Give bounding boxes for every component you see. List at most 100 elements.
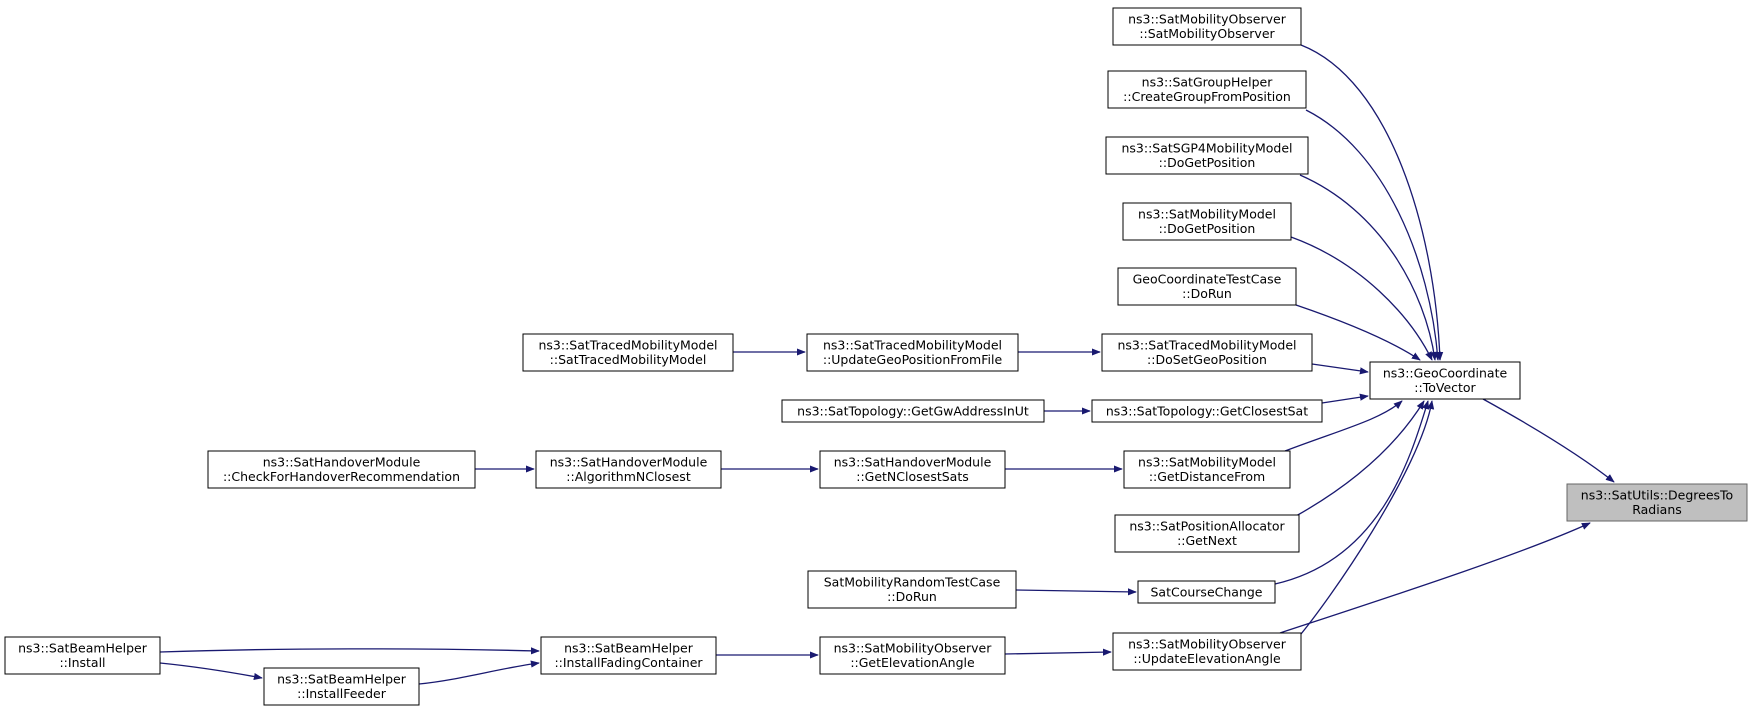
node-box[interactable] [1114, 514, 1300, 553]
node-sathandover-checkforhandover[interactable]: ns3::SatHandoverModule::CheckForHandover… [207, 450, 476, 489]
node-sattopology-getclosestsat[interactable]: ns3::SatTopology::GetClosestSat [1091, 399, 1323, 423]
node-box[interactable] [1369, 361, 1521, 400]
node-box[interactable] [4, 636, 161, 675]
node-label-line: ns3::SatTopology::GetGwAddressInUt [797, 403, 1029, 418]
node-satbeamhelper-install[interactable]: ns3::SatBeamHelper::Install [4, 636, 161, 675]
node-label-line: ::UpdateGeoPositionFromFile [823, 352, 1003, 367]
node-satmobilityobserver-getelevation[interactable]: ns3::SatMobilityObserver::GetElevationAn… [819, 636, 1006, 675]
node-box[interactable] [535, 450, 722, 489]
edge-sattopology-getclosestsat-to-geocoordinate-tovector [1321, 393, 1369, 404]
node-label-line: ns3::SatBeamHelper [564, 641, 694, 656]
node-box[interactable] [781, 399, 1045, 423]
node-box[interactable] [1112, 7, 1302, 46]
node-label-line: ::DoRun [887, 589, 937, 604]
node-geocoordinate-tovector[interactable]: ns3::GeoCoordinate::ToVector [1369, 361, 1521, 400]
node-label-line: SatMobilityRandomTestCase [824, 575, 1001, 590]
node-label-line: ns3::SatMobilityModel [1138, 207, 1276, 222]
node-satcoursechange[interactable]: SatCourseChange [1137, 580, 1276, 604]
node-box[interactable] [1122, 202, 1292, 241]
node-box[interactable] [1107, 70, 1307, 109]
edges-layer [159, 44, 1615, 685]
node-label-line: ::UpdateElevationAngle [1133, 651, 1281, 666]
node-sattopology-getgwaddressinut[interactable]: ns3::SatTopology::GetGwAddressInUt [781, 399, 1045, 423]
node-box[interactable] [207, 450, 476, 489]
node-satsgp4-dogetposition[interactable]: ns3::SatSGP4MobilityModel::DoGetPosition [1105, 136, 1309, 175]
edge-satmobilityobserver-getelevation-to-satmobilityobserver-updateelevation [1004, 648, 1112, 656]
node-label-line: ns3::SatMobilityModel [1138, 455, 1276, 470]
node-box[interactable] [1123, 450, 1291, 489]
node-label-line: ns3::GeoCoordinate [1383, 366, 1508, 381]
node-box[interactable] [819, 636, 1006, 675]
node-label-line: ::GetElevationAngle [850, 655, 975, 670]
node-label-line: ::Install [59, 655, 105, 670]
edge-satmobilityobserver-ctor-to-geocoordinate-tovector [1300, 44, 1444, 361]
edge-geocoordinate-tovector-to-degreestoradians [1482, 398, 1615, 483]
node-satmobilitymodel-dogetposition[interactable]: ns3::SatMobilityModel::DoGetPosition [1122, 202, 1292, 241]
node-label-line: ns3::SatGroupHelper [1142, 75, 1274, 90]
node-sathandover-getnclosestsats[interactable]: ns3::SatHandoverModule::GetNClosestSats [819, 450, 1006, 489]
node-label-line: ns3::SatPositionAllocator [1129, 519, 1285, 534]
node-label-line: ::InstallFadingContainer [554, 655, 703, 670]
edge-geocoordinatetestcase-dorun-to-geocoordinate-tovector [1295, 304, 1421, 361]
node-sattraced-dosetgeoposition[interactable]: ns3::SatTracedMobilityModel::DoSetGeoPos… [1101, 333, 1313, 372]
edge-satsgp4-dogetposition-to-geocoordinate-tovector [1299, 174, 1438, 361]
node-label-line: ns3::SatHandoverModule [550, 455, 708, 470]
edge-satmobilitymodel-dogetposition-to-geocoordinate-tovector [1290, 236, 1433, 361]
edge-sattraced-dosetgeoposition-to-geocoordinate-tovector [1311, 363, 1369, 375]
node-box[interactable] [540, 636, 717, 675]
node-label-line: ns3::SatHandoverModule [834, 455, 992, 470]
node-box[interactable] [819, 450, 1006, 489]
edge-satgrouphelper-creategroup-to-geocoordinate-tovector [1305, 109, 1441, 361]
node-satmobilityrandomtestcase-dorun[interactable]: SatMobilityRandomTestCase::DoRun [807, 570, 1017, 609]
node-box[interactable] [1101, 333, 1313, 372]
node-label-line: ns3::SatMobilityObserver [834, 641, 993, 656]
node-label-line: ::DoGetPosition [1159, 221, 1256, 236]
node-box[interactable] [522, 333, 734, 372]
node-satmobilityobserver-ctor[interactable]: ns3::SatMobilityObserver::SatMobilityObs… [1112, 7, 1302, 46]
node-label-line: ns3::SatUtils::DegreesTo [1581, 488, 1733, 503]
node-label-line: ns3::SatBeamHelper [277, 672, 407, 687]
node-box[interactable] [806, 333, 1019, 372]
node-label-line: ::SatTracedMobilityModel [550, 352, 707, 367]
node-satbeamhelper-installfeeder[interactable]: ns3::SatBeamHelper::InstallFeeder [263, 667, 420, 706]
node-box[interactable] [1137, 580, 1276, 604]
node-satmobilityobserver-updateelevation[interactable]: ns3::SatMobilityObserver::UpdateElevatio… [1112, 632, 1302, 671]
node-box[interactable] [1566, 483, 1748, 522]
edge-satmobilityobserver-updateelevation-to-degreestoradians [1279, 522, 1591, 634]
edge-satbeamhelper-installfeeder-to-satbeamhelper-installfadingcontainer [418, 660, 540, 685]
node-label-line: ::DoRun [1182, 286, 1232, 301]
node-box[interactable] [1091, 399, 1323, 423]
edge-satmobilityrandomtestcase-dorun-to-satcoursechange [1015, 588, 1137, 596]
node-label-line: ns3::SatTracedMobilityModel [823, 338, 1002, 353]
node-label-line: ns3::SatHandoverModule [263, 455, 421, 470]
edge-satbeamhelper-install-to-satbeamhelper-installfeeder [159, 662, 263, 681]
node-box[interactable] [1117, 267, 1297, 306]
node-label-line: ::CreateGroupFromPosition [1123, 89, 1291, 104]
node-satpositionallocator-getnext[interactable]: ns3::SatPositionAllocator::GetNext [1114, 514, 1300, 553]
node-satmobilitymodel-getdistancefrom[interactable]: ns3::SatMobilityModel::GetDistanceFrom [1123, 450, 1291, 489]
node-box[interactable] [1112, 632, 1302, 671]
node-sattraced-updategeoposition[interactable]: ns3::SatTracedMobilityModel::UpdateGeoPo… [806, 333, 1019, 372]
node-satgrouphelper-creategroup[interactable]: ns3::SatGroupHelper::CreateGroupFromPosi… [1107, 70, 1307, 109]
node-geocoordinatetestcase-dorun[interactable]: GeoCoordinateTestCase::DoRun [1117, 267, 1297, 306]
node-sathandover-algorithmnclosest[interactable]: ns3::SatHandoverModule::AlgorithmNCloses… [535, 450, 722, 489]
edge-satmobilitymodel-getdistancefrom-to-geocoordinate-tovector [1284, 400, 1403, 452]
node-label-line: SatCourseChange [1151, 584, 1263, 599]
node-label-line: ns3::SatTracedMobilityModel [1117, 338, 1296, 353]
node-label-line: ::CheckForHandoverRecommendation [223, 469, 460, 484]
node-label-line: ns3::SatMobilityObserver [1128, 12, 1287, 27]
node-box[interactable] [1105, 136, 1309, 175]
node-label-line: ns3::SatTopology::GetClosestSat [1106, 403, 1308, 418]
node-box[interactable] [263, 667, 420, 706]
node-box[interactable] [807, 570, 1017, 609]
edge-satbeamhelper-install-to-satbeamhelper-installfadingcontainer [159, 647, 540, 655]
edge-satpositionallocator-getnext-to-geocoordinate-tovector [1295, 400, 1425, 517]
node-sattraced-ctor[interactable]: ns3::SatTracedMobilityModel::SatTracedMo… [522, 333, 734, 372]
node-label-line: ::DoGetPosition [1159, 155, 1256, 170]
node-label-line: ::GetNext [1177, 533, 1237, 548]
node-satbeamhelper-installfadingcontainer[interactable]: ns3::SatBeamHelper::InstallFadingContain… [540, 636, 717, 675]
node-label-line: ns3::SatTracedMobilityModel [538, 338, 717, 353]
node-label-line: ::InstallFeeder [297, 686, 387, 701]
